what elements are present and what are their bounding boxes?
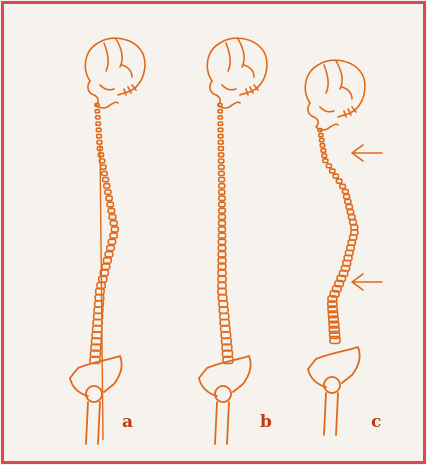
vertebra-icon <box>107 245 114 250</box>
vertebra-icon <box>219 165 225 169</box>
vertebra-icon <box>326 164 331 168</box>
vertebra-icon <box>105 252 113 257</box>
vertebra-icon <box>322 154 327 158</box>
vertebra-icon <box>95 295 104 301</box>
vertebra-icon <box>333 174 338 178</box>
arrow-left-icon <box>352 145 382 161</box>
vertebra-icon <box>111 227 118 232</box>
vertebra-icon <box>101 165 107 169</box>
vertebra-icon <box>218 110 222 113</box>
spine-figure-b <box>199 38 267 444</box>
pelvis-icon <box>199 356 251 444</box>
vertebra-icon <box>218 141 223 145</box>
vertebra-icon <box>219 178 225 182</box>
vertebra-icon <box>345 200 351 204</box>
vertebra-icon <box>107 202 113 207</box>
vertebra-icon <box>219 233 226 238</box>
skull-icon <box>305 60 365 130</box>
vertebra-icon <box>320 144 324 147</box>
vertebra-icon <box>105 190 111 194</box>
vertebra-icon <box>343 189 349 193</box>
spine-figure-c <box>305 60 382 435</box>
vertebra-icon <box>104 258 112 263</box>
vertebra-icon <box>108 208 115 213</box>
vertebra-icon <box>97 141 102 145</box>
vertebra-icon <box>99 276 107 282</box>
vertebra-icon <box>219 184 225 188</box>
vertebra-icon <box>321 149 326 152</box>
vertebra-icon <box>219 196 225 201</box>
vertebra-icon <box>103 178 109 182</box>
vertebra-icon <box>219 301 228 307</box>
vertebra-icon <box>106 196 112 201</box>
panel-label-a: a <box>122 414 133 431</box>
vertebra-icon <box>102 171 108 175</box>
vertebra-icon <box>99 159 104 163</box>
vertebra-icon <box>109 215 116 220</box>
vertebra-icon <box>218 122 222 125</box>
vertebra-icon <box>218 258 226 263</box>
vertebra-icon <box>218 283 226 289</box>
vertebra-icon <box>218 134 223 138</box>
skull-icon <box>85 38 145 108</box>
pelvis-icon <box>308 347 360 435</box>
vertebra-icon <box>347 210 353 215</box>
vertebra-icon <box>350 235 357 240</box>
skull-icon <box>207 38 267 108</box>
vertebra-icon <box>218 295 227 301</box>
vertebra-icon <box>346 205 352 210</box>
vertebra-icon <box>219 208 226 213</box>
vertebra-icon <box>350 220 357 225</box>
vertebra-icon <box>219 171 225 175</box>
vertebra-icon <box>219 159 224 163</box>
vertebra-icon <box>110 221 117 226</box>
vertebra-icon <box>102 264 110 270</box>
vertebra-icon <box>330 169 335 173</box>
vertebra-icon <box>219 190 225 194</box>
vertebra-icon <box>218 147 223 151</box>
vertebra-icon <box>95 110 99 113</box>
vertebra-icon <box>96 116 100 119</box>
vertebra-icon <box>219 221 226 226</box>
vertebra-icon <box>108 239 115 244</box>
vertebra-icon <box>96 128 101 131</box>
vertebra-icon <box>219 307 228 313</box>
vertebra-icon <box>218 239 225 244</box>
vertebra-icon <box>110 233 117 238</box>
vertebra-icon <box>319 134 323 137</box>
vertebra-icon <box>219 153 224 157</box>
vertebra-icon <box>351 225 358 230</box>
vertebra-icon <box>98 153 103 157</box>
vertebra-icon <box>219 215 226 220</box>
vertebra-icon <box>218 264 226 270</box>
vertebra-icon <box>336 179 342 183</box>
vertebra-icon <box>218 128 223 131</box>
pelvis-icon <box>70 356 122 444</box>
vertebra-icon <box>97 134 102 138</box>
vertebra-icon <box>344 195 350 199</box>
vertebra-icon <box>219 202 225 207</box>
vertebra-icon <box>349 215 356 220</box>
vertebra-icon <box>218 252 226 257</box>
panel-label-b: b <box>260 414 272 431</box>
vertebra-icon <box>218 276 226 282</box>
vertebra-icon <box>96 289 104 295</box>
spine-figure-a <box>70 38 145 444</box>
vertebra-icon <box>219 227 226 232</box>
vertebra-icon <box>323 159 328 163</box>
vertebra-icon <box>218 289 226 295</box>
vertebra-icon <box>218 104 222 107</box>
arrow-left-icon <box>352 274 382 290</box>
vertebra-icon <box>104 184 110 188</box>
vertebra-icon <box>218 270 226 276</box>
vertebra-icon <box>340 184 346 188</box>
vertebra-icon <box>218 116 222 119</box>
panel-label-c: c <box>371 414 381 431</box>
vertebra-icon <box>96 122 100 125</box>
vertebra-icon <box>218 245 225 250</box>
vertebra-icon <box>320 139 324 142</box>
vertebra-icon <box>220 313 229 319</box>
